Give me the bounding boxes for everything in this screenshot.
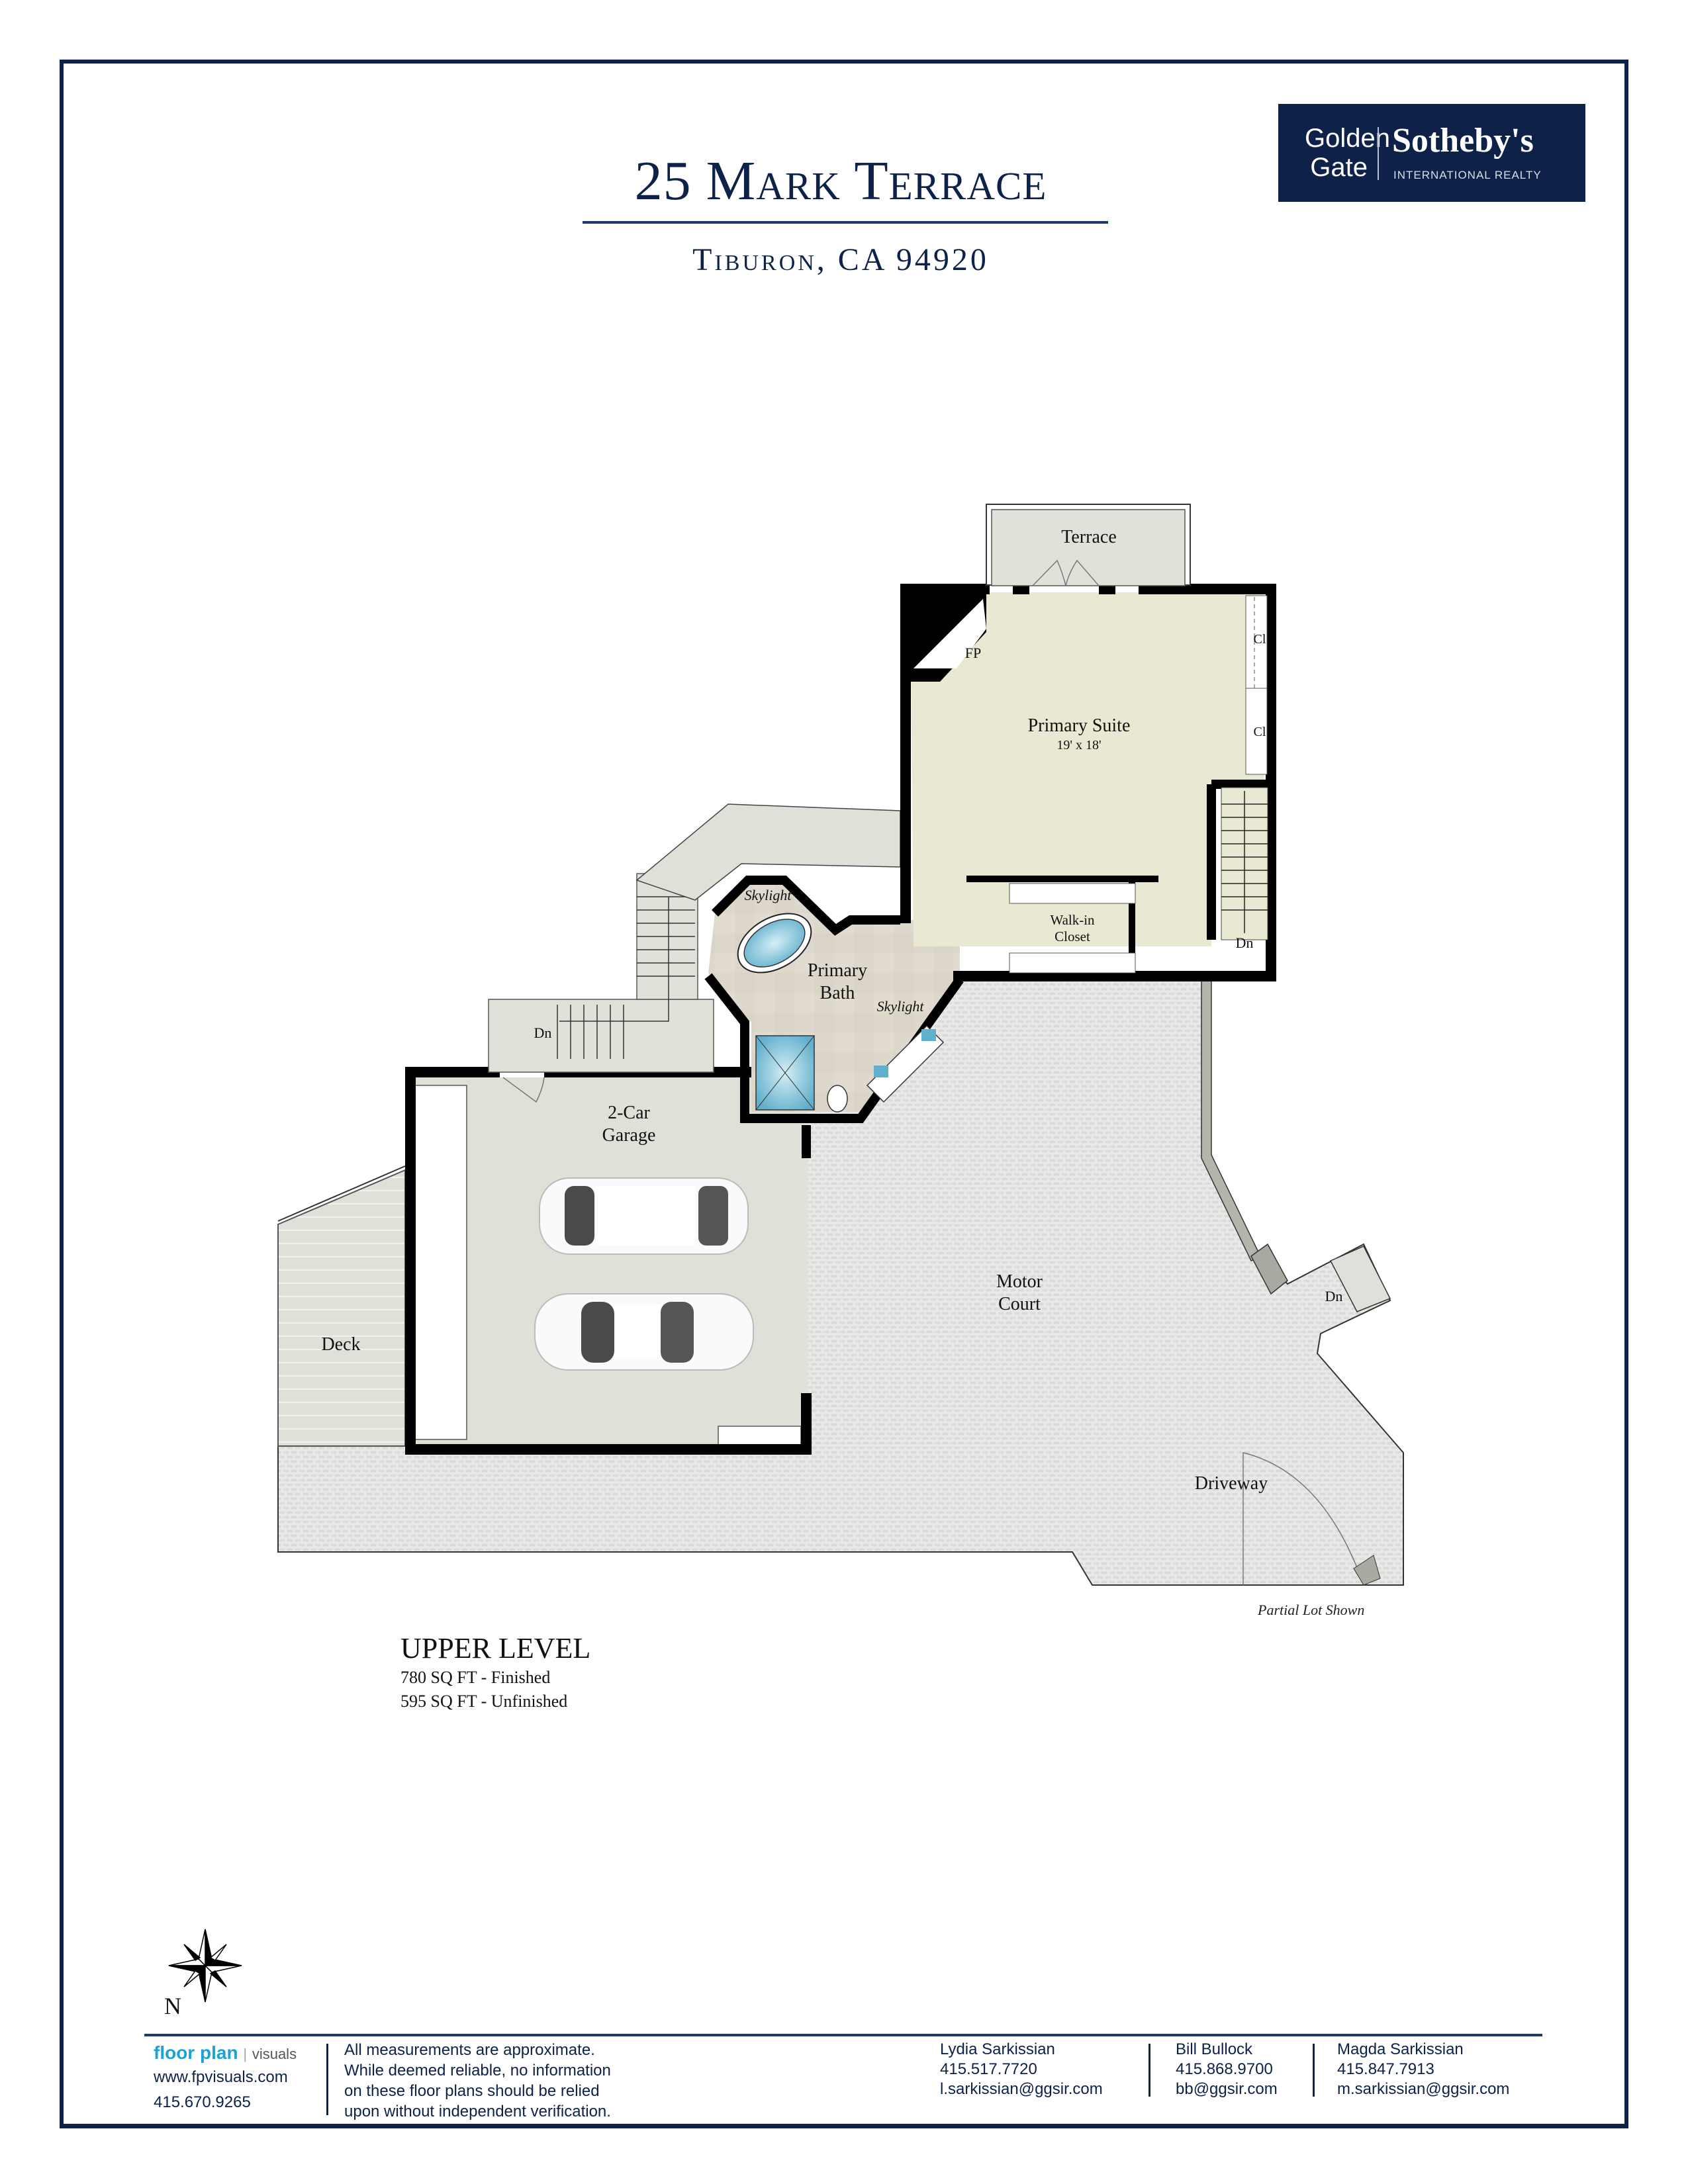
label-primary-bath: Primary Bath [807,960,868,1003]
label-deck: Deck [321,1334,361,1355]
unfinished-area: 595 SQ FT - Unfinished [400,1692,568,1711]
label-stair-down-west: Dn [534,1024,552,1041]
footer-divider-1 [326,2044,328,2115]
fpv-phone: 415.670.9265 [154,2093,251,2111]
label-driveway: Driveway [1194,1473,1268,1494]
agent-email[interactable]: l.sarkissian@ggsir.com [940,2080,1103,2098]
agent-name: Bill Bullock [1176,2040,1253,2058]
label-closet-1: Cl [1253,632,1266,647]
car-top [539,1177,749,1255]
partial-lot-note: Partial Lot Shown [1258,1602,1365,1618]
logo-divider [1378,127,1379,180]
footer-divider-3 [1313,2044,1315,2097]
agent-contact: Magda Sarkissian 415.847.7913 m.sarkissi… [1337,2040,1509,2099]
property-location: Tiburon, CA 94920 [692,242,989,277]
property-title: 25 Mark Terrace [634,150,1047,212]
level-summary: UPPER LEVEL 780 SQ FT - Finished 595 SQ … [400,1631,590,1713]
agent-phone: 415.847.7913 [1337,2060,1434,2078]
finished-area: 780 SQ FT - Finished [400,1668,551,1687]
label-fireplace: FP [964,645,982,661]
agent-contact: Bill Bullock 415.868.9700 bb@ggsir.com [1176,2040,1278,2099]
garage-floor [405,1077,808,1448]
label-skylight-vanity: Skylight [876,998,924,1015]
label-garage: 2-Car Garage [602,1103,656,1146]
footer-top-rule [144,2034,1542,2036]
agent-name: Magda Sarkissian [1337,2040,1464,2058]
footer-divider-2 [1149,2044,1150,2097]
primary-suite-floor [910,592,1264,946]
car-bottom [534,1293,754,1371]
agent-phone: 415.868.9700 [1176,2060,1273,2078]
deck-surface [277,1169,406,1447]
floor-plan-visuals-block: floor plan | visuals www.fpvisuals.com 4… [154,2042,297,2115]
agent-email[interactable]: bb@ggsir.com [1176,2080,1278,2098]
label-stair-down-east: Dn [1235,934,1254,951]
agent-phone: 415.517.7720 [940,2060,1037,2078]
logo-tagline: INTERNATIONAL REALTY [1393,169,1542,181]
level-name: UPPER LEVEL [400,1632,591,1664]
label-stair-down-court: Dn [1325,1288,1343,1304]
title-underline [583,221,1108,224]
compass-north-label: N [164,1993,181,2019]
fpv-logo: floor plan | visuals [154,2042,297,2063]
agent-name: Lydia Sarkissian [940,2040,1055,2058]
brokerage-logo: Golden Gate Sotheby's INTERNATIONAL REAL… [1278,104,1585,202]
footer-bottom-rule [60,2124,1628,2127]
label-skylight-tub: Skylight [744,887,792,903]
label-motor-court: Motor Court [996,1271,1043,1314]
label-walk-in-closet: Walk-in Closet [1050,912,1095,945]
logo-brand: Sotheby's [1392,122,1534,159]
agent-contact: Lydia Sarkissian 415.517.7720 l.sarkissi… [940,2040,1103,2099]
fpv-website[interactable]: www.fpvisuals.com [154,2068,288,2086]
agent-email[interactable]: m.sarkissian@ggsir.com [1337,2080,1510,2098]
label-primary-suite: Primary Suite 19' x 18' [1027,715,1131,752]
disclaimer: All measurements are approximate. While … [344,2041,611,2120]
compass-rose-icon [168,1929,242,2003]
label-terrace: Terrace [1061,527,1117,547]
label-closet-2: Cl [1253,725,1266,739]
